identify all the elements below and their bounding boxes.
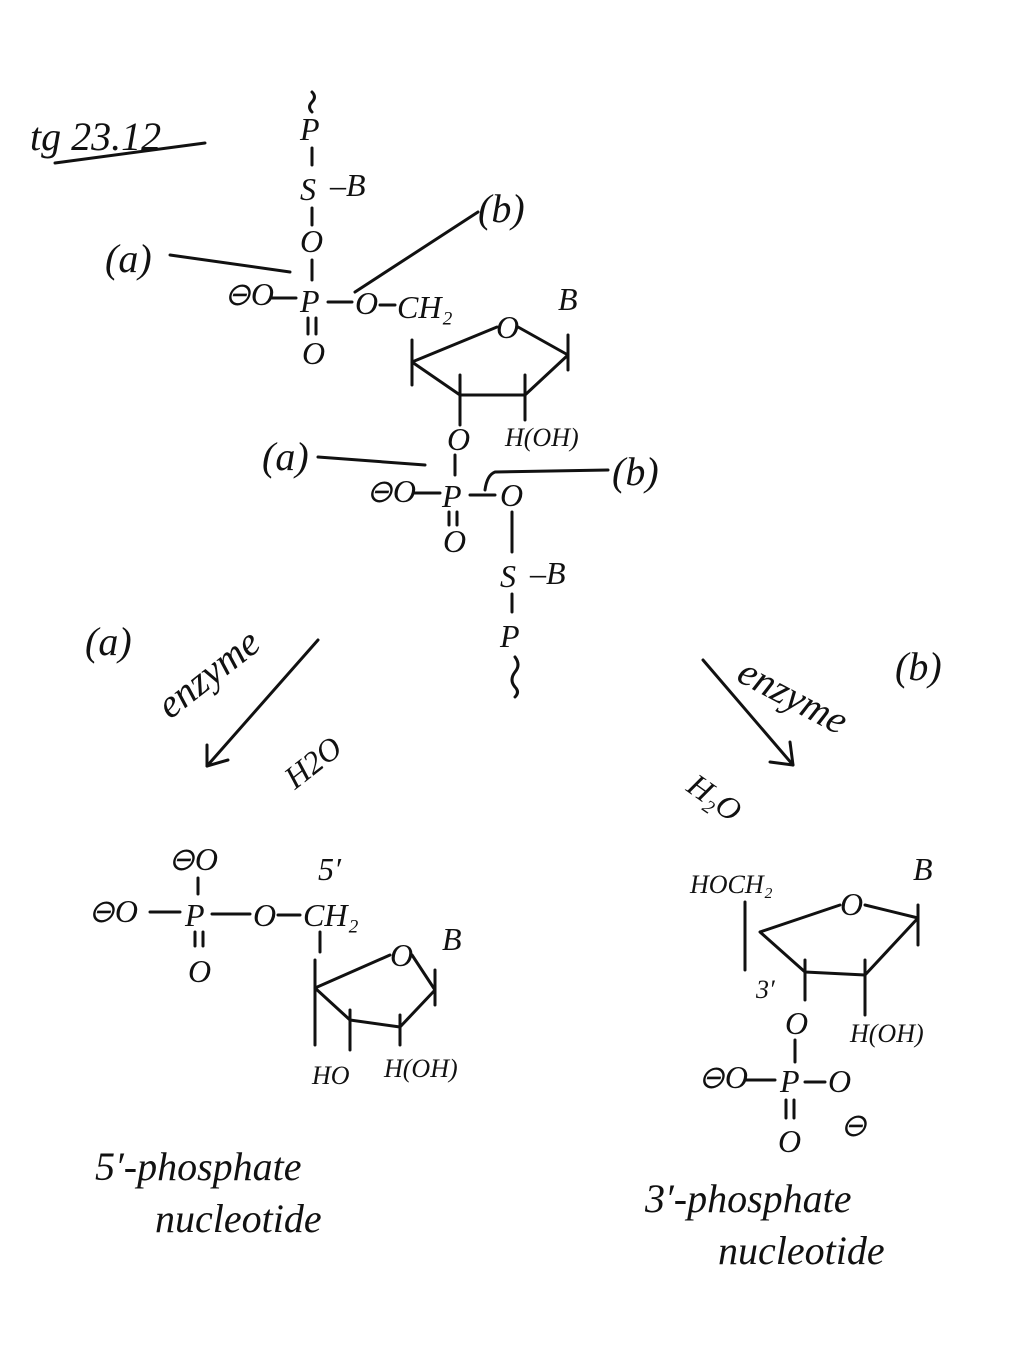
- reaction-a-label: (a): [85, 619, 132, 664]
- product-left-line1: 5′-phosphate: [95, 1144, 302, 1189]
- arrow-right: [701, 658, 795, 767]
- pointer-a: [168, 253, 292, 274]
- label-b: (b): [478, 186, 525, 231]
- ribose-ring: [410, 325, 570, 397]
- atom-minus: ⊖: [840, 1107, 867, 1143]
- atom-minus-o: ⊖O: [168, 841, 218, 877]
- reaction-a-enzyme: enzyme: [148, 619, 268, 727]
- atom-o: O: [300, 223, 323, 259]
- atom-o: O: [828, 1063, 851, 1099]
- pointer-a: [316, 455, 427, 467]
- atom-base: –B: [529, 555, 566, 591]
- atom-o: O: [302, 335, 325, 371]
- atom-p: P: [299, 283, 320, 319]
- atom-h-oh: H(OH): [504, 423, 579, 452]
- atom-o: O: [188, 953, 211, 989]
- atom-minus-o: ⊖O: [88, 893, 138, 929]
- atom-p: P: [184, 897, 205, 933]
- product-right-line2: nucleotide: [718, 1228, 885, 1273]
- label-a: (a): [105, 236, 152, 281]
- atom-ch2: CH₂: [303, 897, 359, 933]
- atom-o: O: [253, 897, 276, 933]
- reaction-b-label: (b): [895, 644, 942, 689]
- chain-continuation-icon: [510, 655, 520, 699]
- reaction-b-water: H₂O: [680, 766, 748, 829]
- pointer-b: [353, 210, 480, 294]
- atom-s: S: [300, 171, 316, 207]
- atom-o: O: [443, 523, 466, 559]
- atom-s: S: [500, 558, 516, 594]
- atom-ch2: CH₂: [397, 289, 453, 325]
- product-left-line2: nucleotide: [155, 1196, 322, 1241]
- atom-base: –B: [329, 167, 366, 203]
- arrow-left: [205, 638, 320, 768]
- ring-oxygen: O: [390, 937, 413, 973]
- atom-minus-o: ⊖O: [224, 276, 274, 312]
- atom-p: P: [441, 478, 462, 514]
- atom-ho: HO: [311, 1061, 350, 1090]
- atom-h-oh: H(OH): [383, 1054, 458, 1083]
- atom-p: P: [779, 1063, 800, 1099]
- pointer-b: [483, 468, 610, 492]
- arrow-head-icon: [205, 743, 230, 768]
- ribose-ring: [313, 953, 437, 1029]
- label-a: (a): [262, 434, 309, 479]
- label-3-prime: 3′: [755, 975, 775, 1004]
- product-right-line1: 3′-phosphate: [644, 1176, 852, 1221]
- chain-continuation-icon: [308, 90, 316, 114]
- arrow-head-icon: [768, 740, 795, 767]
- atom-base: B: [558, 281, 578, 317]
- reaction-a-water: H2O: [276, 729, 348, 796]
- ring-oxygen: O: [840, 886, 863, 922]
- atom-o: O: [500, 477, 523, 513]
- reaction-b-enzyme: enzyme: [731, 648, 856, 743]
- atom-p: P: [499, 618, 520, 654]
- atom-base: B: [913, 851, 933, 887]
- label-b: (b): [612, 449, 659, 494]
- atom-minus-o: ⊖O: [366, 473, 416, 509]
- atom-minus-o: ⊖O: [698, 1059, 748, 1095]
- ring-oxygen: O: [496, 309, 519, 345]
- atom-base: B: [442, 921, 462, 957]
- atom-hoch2: HOCH₂: [689, 870, 773, 899]
- atom-o: O: [778, 1123, 801, 1159]
- title-underline: [53, 141, 207, 165]
- label-5-prime: 5′: [318, 851, 342, 887]
- ribose-ring: [758, 903, 920, 977]
- atom-o: O: [447, 421, 470, 457]
- atom-o: O: [785, 1005, 808, 1041]
- atom-o: O: [355, 285, 378, 321]
- atom-p: P: [299, 111, 320, 147]
- atom-h-oh: H(OH): [849, 1019, 924, 1048]
